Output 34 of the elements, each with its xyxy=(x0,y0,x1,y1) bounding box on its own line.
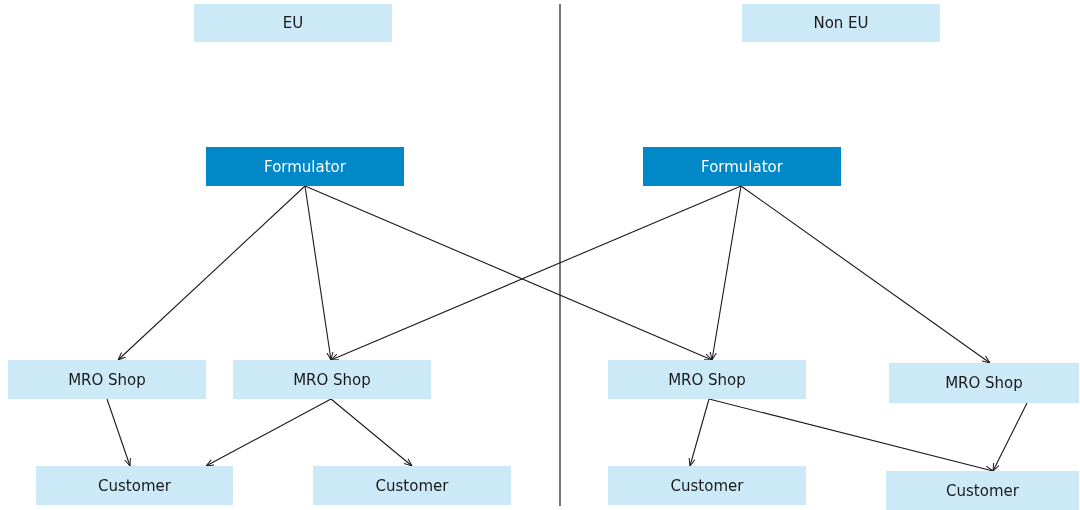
box-label: MRO Shop xyxy=(68,370,146,389)
box-label: Customer xyxy=(670,476,744,495)
arrow xyxy=(709,185,742,361)
arrow xyxy=(688,398,710,467)
box-label: Customer xyxy=(375,476,449,495)
entity-box xyxy=(36,466,233,505)
entity-box xyxy=(233,360,431,399)
entity-box xyxy=(889,363,1079,403)
arrow xyxy=(708,398,994,473)
box-label: Customer xyxy=(946,481,1019,500)
box-label: MRO Shop xyxy=(945,374,1023,392)
process-box xyxy=(206,147,404,186)
box-label: Non EU xyxy=(813,14,869,32)
entity-box xyxy=(886,471,1079,510)
entity-box xyxy=(8,360,206,399)
arrow xyxy=(330,398,413,467)
entity-box xyxy=(608,360,806,399)
process-box xyxy=(643,147,841,186)
arrow xyxy=(106,398,131,467)
box-label: EU xyxy=(282,14,304,32)
box-label: Formulator xyxy=(701,157,783,176)
entity-box xyxy=(608,466,806,505)
entity-box xyxy=(194,4,392,42)
entity-box xyxy=(742,4,940,42)
arrow xyxy=(740,185,991,364)
arrow xyxy=(304,185,334,361)
arrow xyxy=(117,185,306,361)
arrow xyxy=(992,402,1028,472)
entity-box xyxy=(313,466,511,505)
box-label: Customer xyxy=(98,476,171,495)
box-label: MRO Shop xyxy=(668,370,746,389)
box-label: MRO Shop xyxy=(293,370,371,389)
box-label: Formulator xyxy=(264,157,346,176)
arrow xyxy=(205,398,332,467)
